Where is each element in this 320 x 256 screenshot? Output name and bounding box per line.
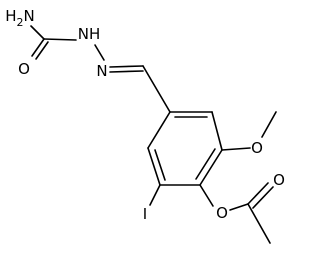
bond-c-o-double-acetyl-2 [252, 186, 274, 209]
bond-n-ch-double-1 [109, 65, 144, 68]
bonds [30, 25, 277, 244]
bond-nh2-c [30, 25, 45, 40]
bond-c-o-double-2 [35, 41, 49, 60]
bond-nh-n [94, 44, 105, 61]
atom-o-acetyl-carbonyl: O [273, 171, 285, 189]
bond-c-o-double-1 [31, 38, 45, 57]
bond-ring-o-methoxy [221, 147, 251, 151]
bond-c-methyl-acetyl [247, 203, 271, 244]
ring-bond-6-1 [147, 111, 171, 149]
atom-o-methoxy: O [251, 139, 263, 157]
ring-bond-5-6-inner [154, 149, 166, 181]
bond-ring-o-ester [199, 184, 214, 207]
atom-iodo: I [143, 205, 147, 223]
chemical-structure-diagram: H2N O NH N O I O O [5, 7, 285, 244]
atom-o-ester: O [216, 204, 228, 222]
bond-ring-iodo [149, 184, 161, 206]
ring-bond-2-3 [211, 111, 223, 151]
atom-nh: NH [78, 25, 101, 43]
ring-bond-3-4 [199, 149, 223, 186]
atom-h2n: H2N [5, 7, 35, 29]
bond-n-ch-double-2 [109, 70, 144, 73]
bond-o-ester-c [229, 203, 249, 211]
atom-n-imine: N [96, 62, 107, 80]
bond-c-nh [43, 38, 77, 41]
atom-labels: H2N O NH N O I O O [5, 7, 285, 223]
ring-bond-3-4-inner [195, 148, 216, 180]
bond-ch-ring [142, 65, 171, 113]
bond-o-methyl [261, 111, 277, 138]
bond-c-o-double-acetyl-1 [247, 182, 269, 205]
atom-o-urea-carbonyl: O [18, 60, 30, 78]
ring-bond-5-6 [147, 147, 161, 186]
